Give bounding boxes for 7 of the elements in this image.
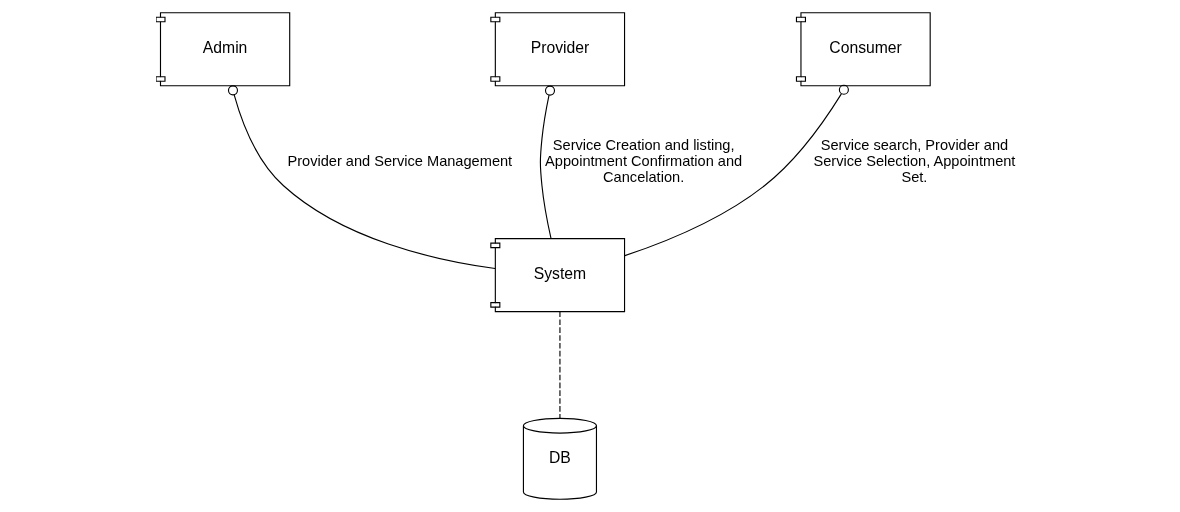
connector <box>539 85 556 239</box>
edge-label: Service search, Provider and Service Selection, Appointment Set. <box>813 137 1016 185</box>
connector <box>559 311 561 419</box>
edge-label: Provider and Service Management <box>287 153 513 169</box>
connector <box>624 84 849 257</box>
connector <box>227 85 496 270</box>
edge-label: Service Creation and listing, Appointment Confirmation and Cancelation. <box>545 137 743 185</box>
